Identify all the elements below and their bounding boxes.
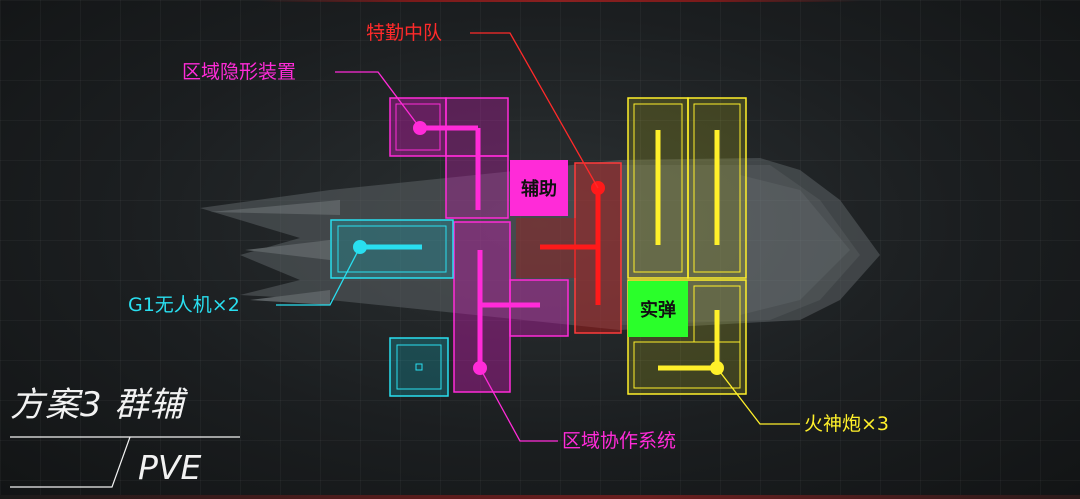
plan-title: 方案3 群辅 (10, 385, 185, 425)
top-accent-bar (260, 0, 860, 2)
bottom-accent-bar (0, 495, 1080, 499)
leader-lines (276, 32, 800, 442)
support-tag: 辅助 (510, 160, 568, 216)
area-stealth-label: 区域隐形装置 (182, 61, 297, 83)
area-coop-slots (453, 221, 569, 393)
g1-drone-slots (330, 219, 454, 397)
elite-squad-label: 特勤中队 (366, 22, 443, 44)
live-ammo-tag: 实弹 (628, 281, 688, 337)
vulcan-cannon-label: 火神炮×3 (804, 413, 890, 435)
vulcan-cannon-slots (627, 97, 747, 395)
area-stealth-slots (389, 97, 509, 219)
area-coop-label: 区域协作系统 (562, 430, 677, 452)
g1-drone-label: G1无人机×2 (128, 294, 240, 316)
title-decoration (10, 436, 240, 488)
elite-squad-slots (516, 162, 622, 334)
mode-label: PVE (138, 448, 202, 487)
